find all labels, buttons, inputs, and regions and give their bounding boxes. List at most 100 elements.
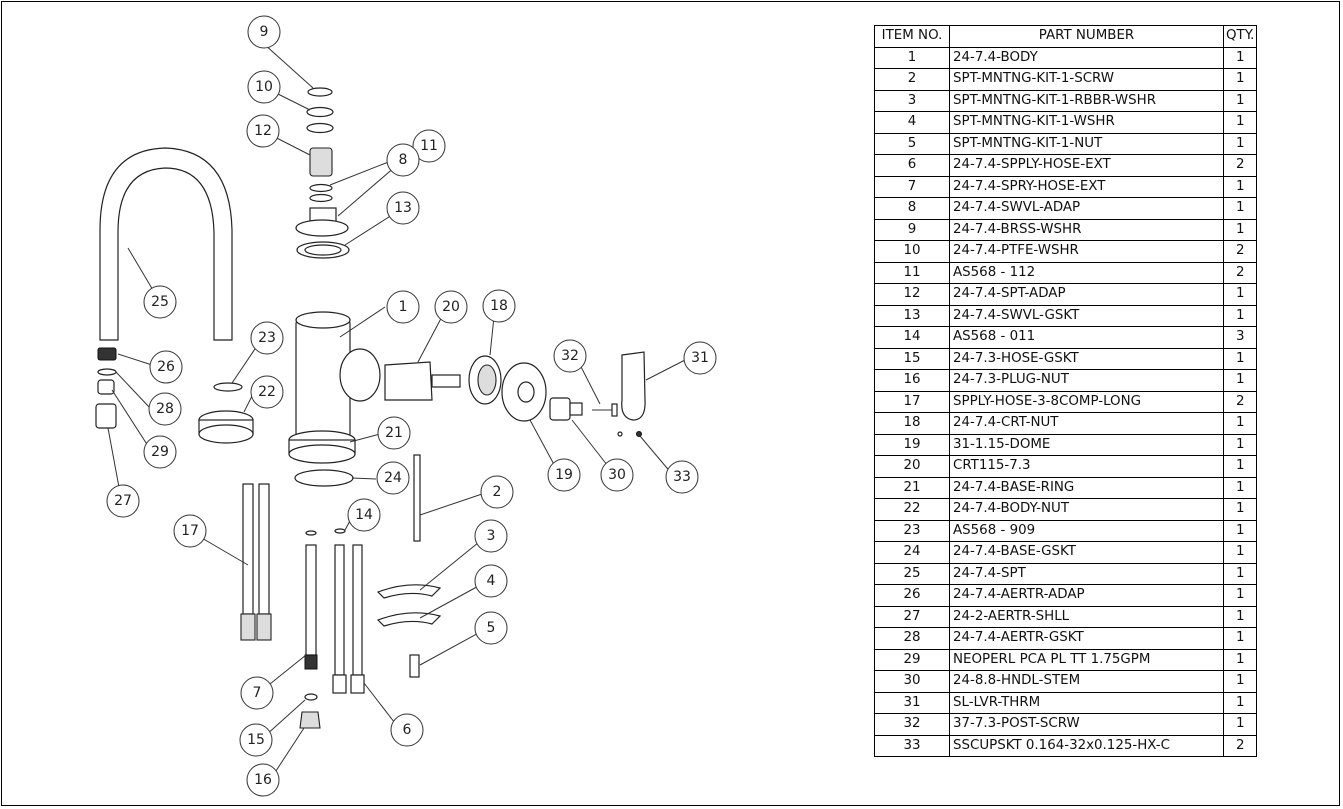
svg-text:27: 27: [114, 493, 132, 509]
svg-text:11: 11: [420, 138, 438, 154]
part-swivel-adapter-base: [295, 219, 349, 237]
bom-cell-part-number: SPT-MNTNG-KIT-1-NUT: [949, 132, 1224, 155]
bom-cell-item-no: 15: [874, 347, 950, 370]
balloon-item-29: 29: [143, 435, 177, 469]
bom-cell-part-number: 37-7.3-POST-SCRW: [949, 713, 1224, 736]
part-hose-gasket: [304, 693, 318, 701]
bom-cell-part-number: 24-7.3-PLUG-NUT: [949, 369, 1224, 392]
balloon-item-21: 21: [377, 416, 411, 450]
bom-cell-item-no: 19: [874, 433, 950, 456]
bom-cell-item-no: 27: [874, 605, 950, 628]
balloon-item-6: 6: [390, 713, 424, 747]
bom-cell-part-number: 24-7.4-PTFE-WSHR: [949, 240, 1224, 263]
bom-cell-qty: 3: [1222, 326, 1258, 349]
bom-cell-item-no: 11: [874, 261, 950, 284]
balloon-item-31: 31: [683, 341, 717, 375]
svg-text:31: 31: [691, 350, 709, 366]
part-brass-washer: [307, 87, 333, 97]
bom-cell-part-number: 24-7.4-AERTR-GSKT: [949, 627, 1224, 650]
part-spout-adapter: [309, 147, 333, 177]
part-set-screw-b: [636, 431, 642, 437]
part-set-screw-a: [617, 431, 623, 437]
svg-text:26: 26: [157, 359, 175, 375]
bom-cell-part-number: SPT-MNTNG-KIT-1-RBBR-WSHR: [949, 89, 1224, 112]
svg-text:17: 17: [181, 523, 199, 539]
balloon-item-22: 22: [250, 375, 284, 409]
bom-cell-part-number: 24-7.3-HOSE-GSKT: [949, 347, 1224, 370]
balloon-item-5: 5: [474, 611, 508, 645]
bom-cell-item-no: 23: [874, 519, 950, 542]
bom-cell-item-no: 2: [874, 68, 950, 91]
balloon-item-1: 1: [386, 290, 420, 324]
part-oring-b: [309, 193, 333, 203]
svg-text:18: 18: [490, 298, 508, 314]
bom-cell-part-number: CRT115-7.3: [949, 455, 1224, 478]
bom-cell-item-no: 5: [874, 132, 950, 155]
bom-cell-qty: 1: [1222, 691, 1258, 714]
bom-cell-qty: 1: [1222, 197, 1258, 220]
part-oring-909: [213, 382, 243, 392]
svg-text:12: 12: [254, 123, 272, 139]
bom-cell-part-number: SPT-MNTNG-KIT-1-SCRW: [949, 68, 1224, 91]
bom-cell-qty: 1: [1222, 175, 1258, 198]
bom-cell-qty: 1: [1222, 519, 1258, 542]
part-aerator-adapter: [97, 347, 117, 361]
balloon-item-20: 20: [434, 290, 468, 324]
bom-cell-item-no: 25: [874, 562, 950, 585]
bom-cell-qty: 1: [1222, 670, 1258, 693]
balloon-item-16: 16: [246, 763, 280, 797]
balloon-item-7: 7: [240, 676, 274, 710]
bom-cell-item-no: 8: [874, 197, 950, 220]
balloon-item-17: 17: [173, 514, 207, 548]
balloon-item-28: 28: [148, 392, 182, 426]
bom-header-qty: QTY.: [1222, 25, 1258, 48]
bom-cell-item-no: 1: [874, 46, 950, 69]
bom-cell-item-no: 21: [874, 476, 950, 499]
balloon-item-9: 9: [247, 15, 281, 49]
bom-cell-qty: 1: [1222, 648, 1258, 671]
bom-cell-qty: 1: [1222, 412, 1258, 435]
part-ptfe-washer-a: [306, 106, 334, 118]
part-supply-hose-a: [242, 483, 254, 615]
bom-cell-qty: 1: [1222, 498, 1258, 521]
svg-text:25: 25: [151, 294, 169, 310]
bom-cell-part-number: 24-7.4-SWVL-ADAP: [949, 197, 1224, 220]
bom-cell-item-no: 28: [874, 627, 950, 650]
bom-cell-part-number: AS568 - 011: [949, 326, 1224, 349]
bom-header-part-number: PART NUMBER: [949, 25, 1224, 48]
part-aerator-shell: [95, 403, 117, 429]
bom-cell-qty: 2: [1222, 734, 1258, 757]
svg-text:6: 6: [403, 722, 412, 738]
item-balloons: 9 10 11 12 8 13 25 1 20 18 32 31 23 26 2…: [106, 15, 717, 797]
bom-cell-item-no: 14: [874, 326, 950, 349]
bom-cell-item-no: 7: [874, 175, 950, 198]
bom-cell-item-no: 29: [874, 648, 950, 671]
bom-cell-item-no: 30: [874, 670, 950, 693]
part-supply-hose-ext-b: [352, 544, 363, 676]
bom-cell-part-number: 24-7.4-AERTR-ADAP: [949, 584, 1224, 607]
svg-text:20: 20: [442, 299, 460, 315]
part-spray-hose-ext: [305, 544, 317, 656]
bom-cell-item-no: 31: [874, 691, 950, 714]
svg-text:24: 24: [384, 470, 402, 486]
bom-cell-qty: 1: [1222, 46, 1258, 69]
balloon-item-32: 32: [553, 339, 587, 373]
balloon-item-11: 11: [412, 129, 446, 163]
balloon-item-26: 26: [149, 350, 183, 384]
bom-cell-qty: 1: [1222, 584, 1258, 607]
bom-cell-item-no: 22: [874, 498, 950, 521]
bom-cell-qty: 1: [1222, 89, 1258, 112]
